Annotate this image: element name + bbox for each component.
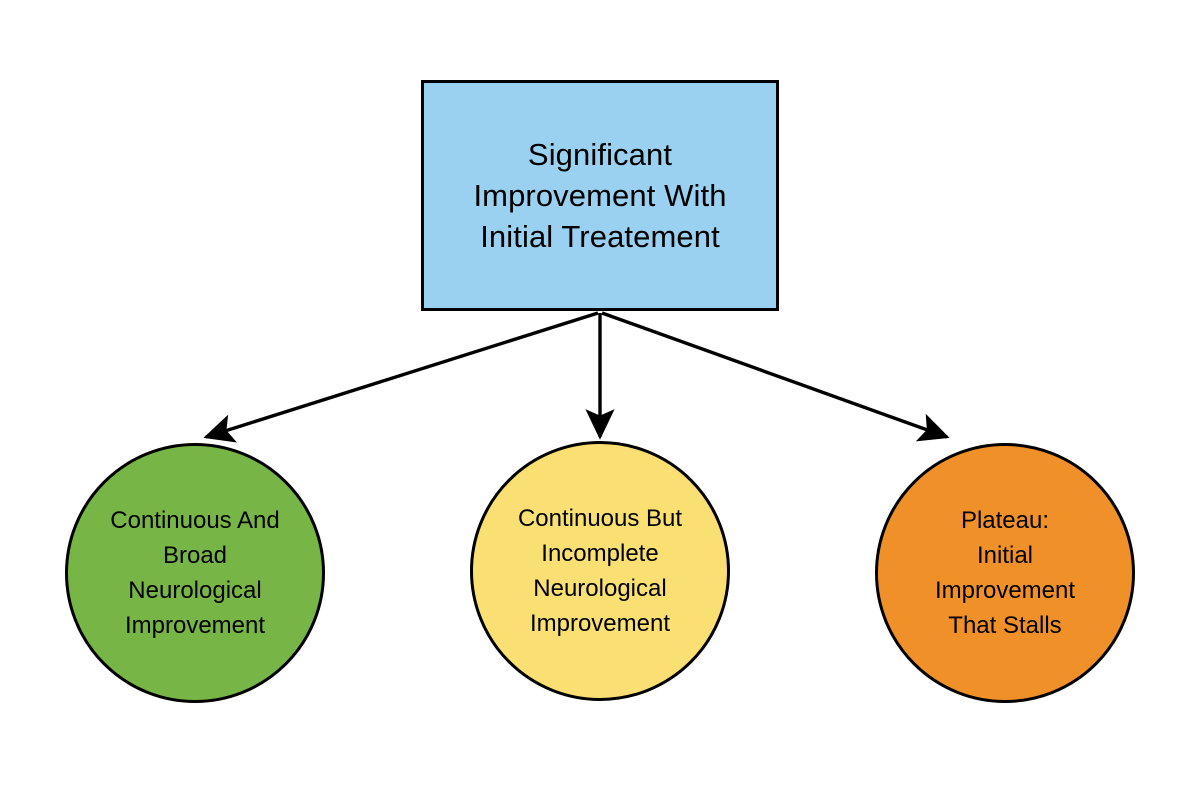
node-label: Continuous And Broad Neurological Improv…: [110, 506, 280, 640]
node-label: Significant Improvement With Initial Tre…: [473, 136, 727, 255]
node-plateau-initial-improvement-that-stalls[interactable]: Plateau: Initial Improvement That Stalls: [875, 443, 1135, 703]
node-significant-improvement-with-initial-treatement[interactable]: Significant Improvement With Initial Tre…: [421, 80, 779, 311]
node-label: Continuous But Incomplete Neurological I…: [517, 504, 683, 638]
edge-root-to-orange: [601, 311, 950, 442]
node-continuous-and-broad-neurological-improvement[interactable]: Continuous And Broad Neurological Improv…: [65, 443, 325, 703]
node-label: Plateau: Initial Improvement That Stalls: [934, 506, 1076, 640]
edge-root-to-green: [203, 311, 599, 443]
node-continuous-but-incomplete-neurological-improvement[interactable]: Continuous But Incomplete Neurological I…: [470, 441, 730, 701]
